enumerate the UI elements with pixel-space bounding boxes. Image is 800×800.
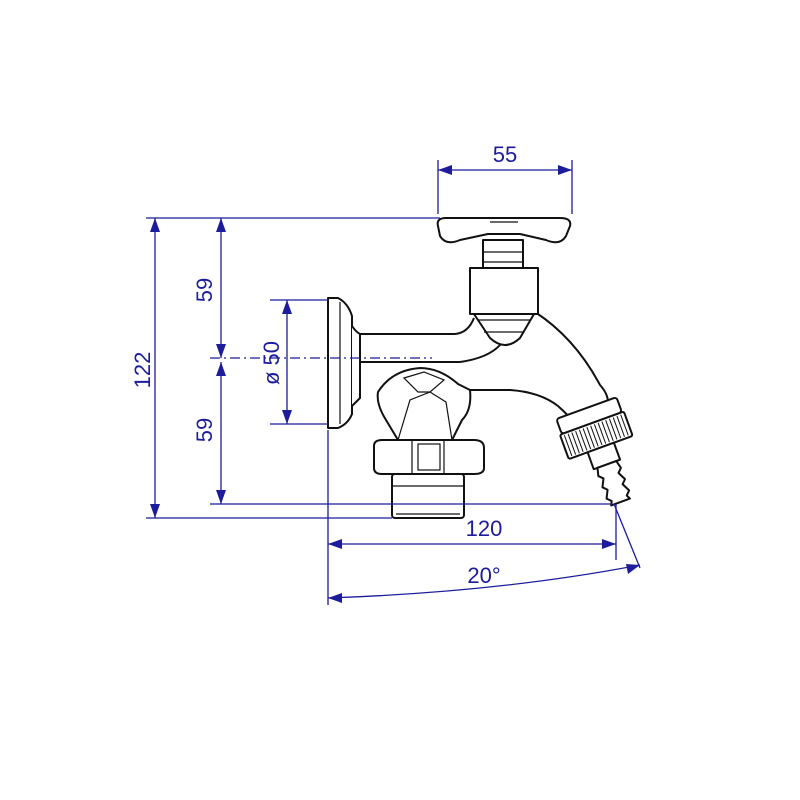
dimension-flange-diameter: ø 50 [259, 300, 292, 424]
total-height-label: 122 [130, 352, 155, 389]
dimension-lower-height: 59 [192, 362, 226, 504]
dimension-spout-reach: 120 [328, 516, 616, 549]
dimension-upper-height: 59 [192, 218, 226, 358]
lower-height-label: 59 [192, 418, 217, 442]
handle [436, 217, 572, 244]
lower-hex-nut [373, 439, 485, 475]
lower-threaded-outlet [391, 473, 465, 519]
faucet-body [327, 217, 634, 519]
flange-diameter-label: ø 50 [259, 341, 284, 385]
hose-connector [556, 396, 634, 507]
valve-bonnet [469, 267, 539, 346]
reference-lines [146, 160, 641, 605]
spout-reach-label: 120 [466, 516, 503, 541]
upper-pipe [360, 317, 475, 335]
knurled-ring [563, 414, 629, 457]
wall-flange [327, 297, 361, 429]
outlet-angle-label: 20° [467, 563, 500, 588]
dimension-handle-width: 55 [438, 142, 572, 175]
dimension-outlet-angle: 20° [327, 563, 641, 603]
upper-height-label: 59 [192, 278, 217, 302]
valve-stem [482, 239, 524, 269]
dimension-total-height: 122 [130, 218, 160, 518]
diverter-body [376, 367, 472, 441]
handle-width-label: 55 [493, 142, 517, 167]
